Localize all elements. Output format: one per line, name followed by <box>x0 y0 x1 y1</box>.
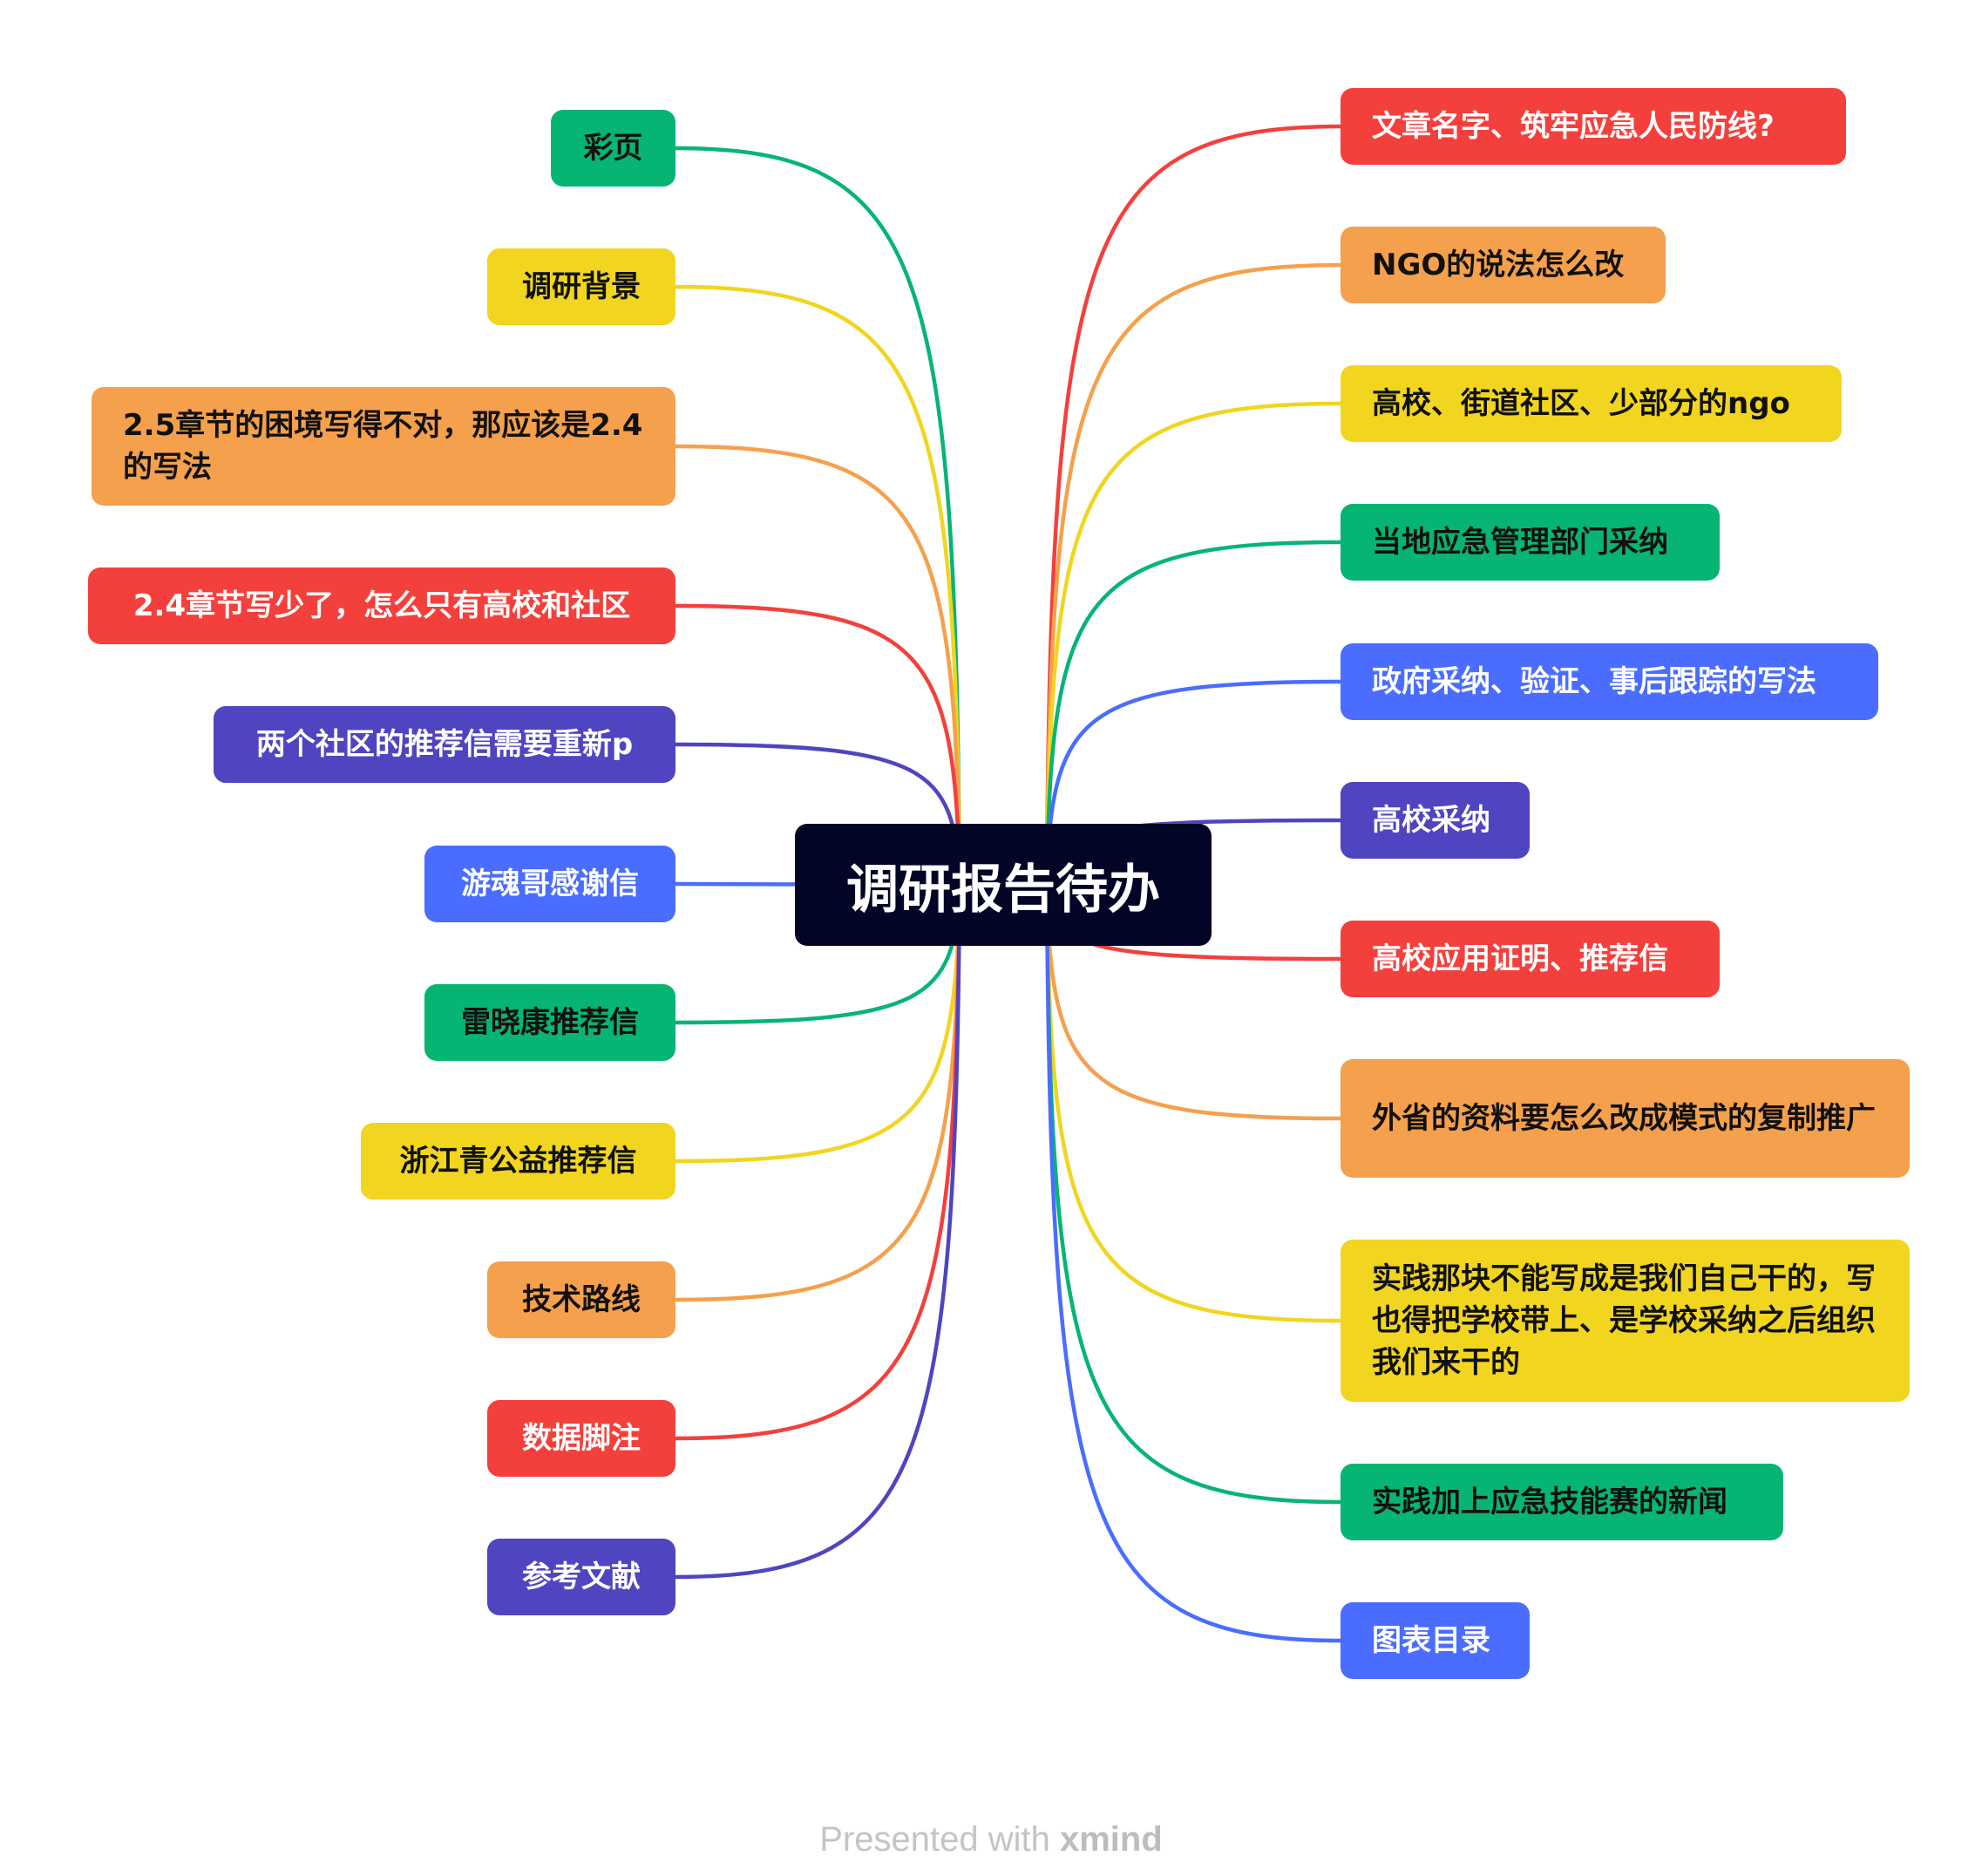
topic-right-11[interactable]: 图表目录 <box>1341 1602 1530 1679</box>
topic-left-2[interactable]: 调研背景 <box>487 248 675 325</box>
connector-left-1 <box>673 146 962 887</box>
topic-right-8[interactable]: 外省的资料要怎么改成模式的复制推广 <box>1341 1059 1910 1178</box>
topic-right-3[interactable]: 高校、街道社区、少部分的ngo <box>1341 365 1842 442</box>
topic-left-9[interactable]: 技术路线 <box>487 1261 675 1338</box>
connector-right-5 <box>1044 679 1343 887</box>
connector-left-4 <box>673 603 962 887</box>
topic-left-6[interactable]: 游魂哥感谢信 <box>424 846 675 922</box>
topic-left-5[interactable]: 两个社区的推荐信需要重新p <box>214 706 675 783</box>
topic-left-8[interactable]: 浙江青公益推荐信 <box>361 1123 675 1200</box>
connector-right-11 <box>1044 882 1343 1643</box>
topic-left-11[interactable]: 参考文献 <box>487 1539 675 1615</box>
topic-right-1[interactable]: 文章名字、筑牢应急人民防线? <box>1341 88 1846 165</box>
topic-right-6[interactable]: 高校采纳 <box>1341 782 1530 859</box>
topic-right-7[interactable]: 高校应用证明、推荐信 <box>1341 921 1720 997</box>
topic-right-5[interactable]: 政府采纳、验证、事后跟踪的写法 <box>1341 643 1878 720</box>
connector-right-2 <box>1044 262 1343 887</box>
topic-left-7[interactable]: 雷晓康推荐信 <box>424 984 675 1061</box>
connector-left-11 <box>673 882 962 1580</box>
topic-left-4[interactable]: 2.4章节写少了，怎么只有高校和社区 <box>88 568 675 644</box>
topic-right-4[interactable]: 当地应急管理部门采纳 <box>1341 504 1720 581</box>
topic-right-10[interactable]: 实践加上应急技能赛的新闻 <box>1341 1464 1783 1540</box>
topic-left-1[interactable]: 彩页 <box>551 110 675 187</box>
connector-right-1 <box>1044 124 1343 887</box>
connector-left-3 <box>673 444 962 887</box>
connector-right-3 <box>1044 401 1343 887</box>
connector-right-4 <box>1044 540 1343 887</box>
connector-right-9 <box>1044 882 1343 1323</box>
topic-left-3[interactable]: 2.5章节的困境写得不对，那应该是2.4的写法 <box>92 387 675 506</box>
topic-left-10[interactable]: 数据脚注 <box>487 1400 675 1477</box>
topic-right-2[interactable]: NGO的说法怎么改 <box>1341 227 1666 303</box>
footer-prefix: Presented with <box>819 1820 1050 1859</box>
central-topic[interactable]: 调研报告待办 <box>795 824 1212 946</box>
topic-right-9[interactable]: 实践那块不能写成是我们自己干的，写也得把学校带上、是学校采纳之后组织我们来干的 <box>1341 1240 1910 1402</box>
xmind-watermark: Presented with xmind <box>0 1820 1982 1859</box>
connector-left-9 <box>673 882 962 1302</box>
footer-brand: xmind <box>1059 1820 1163 1859</box>
connector-left-2 <box>673 284 962 887</box>
connector-right-8 <box>1044 882 1343 1121</box>
connector-right-10 <box>1044 882 1343 1505</box>
